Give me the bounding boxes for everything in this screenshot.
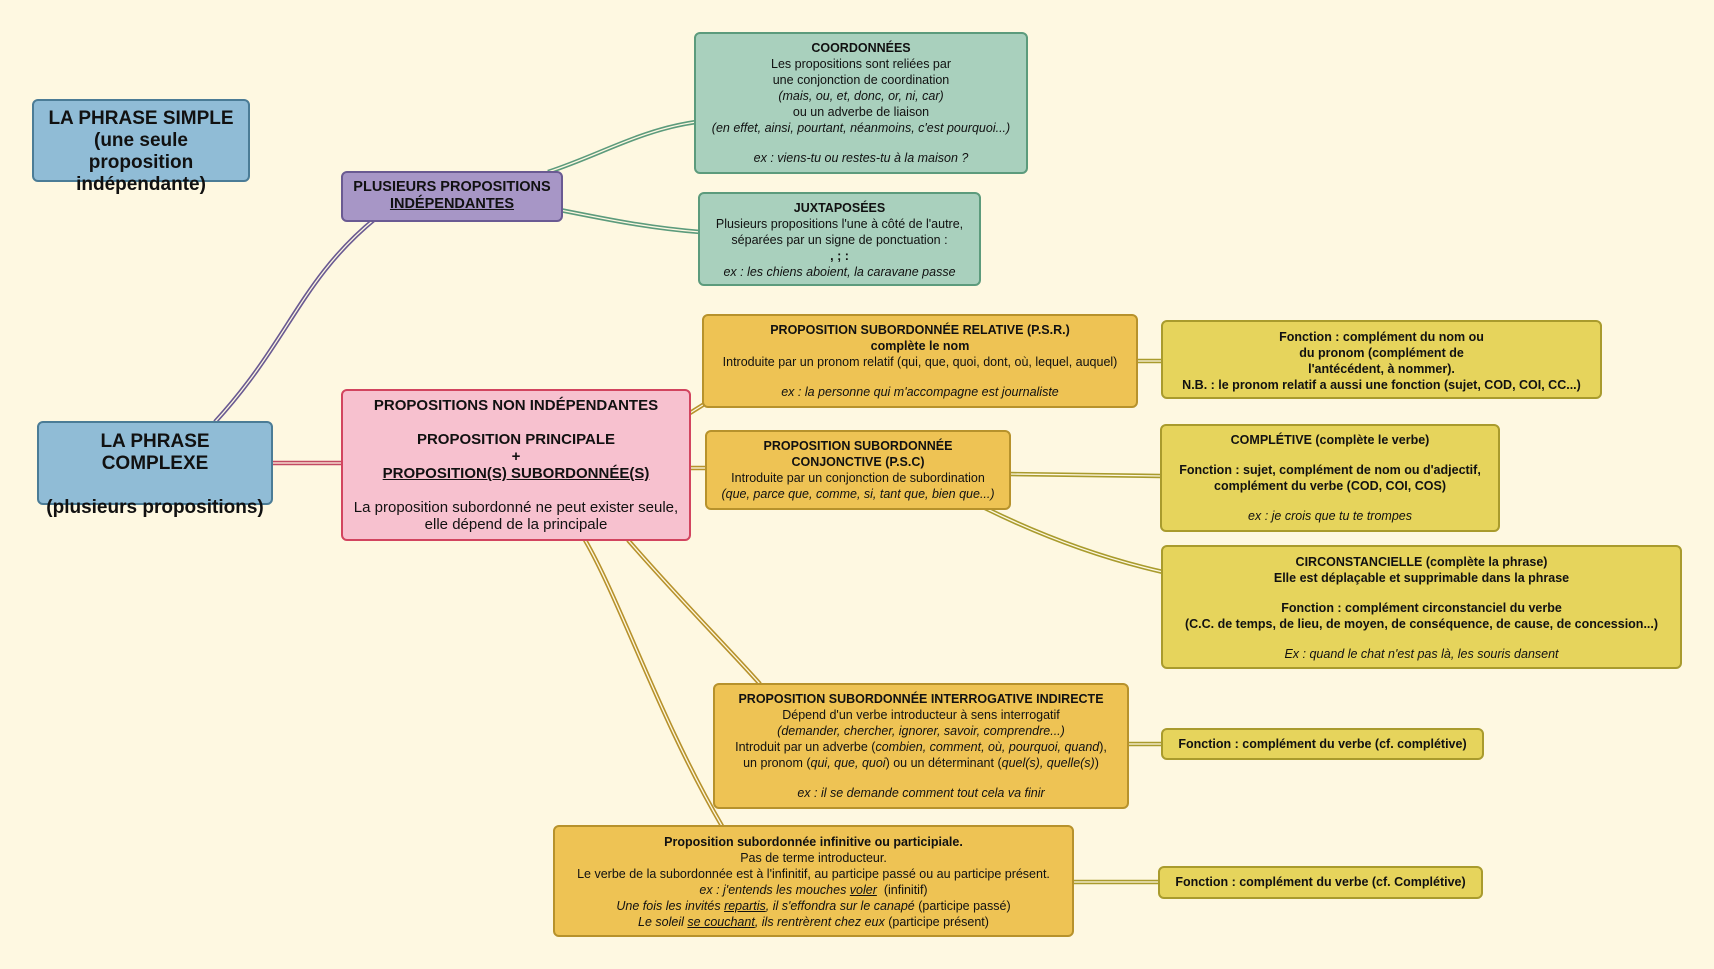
interrogative-example: ex : il se demande comment tout cela va … bbox=[797, 786, 1045, 800]
juxtaposees-example: ex : les chiens aboient, la caravane pas… bbox=[723, 265, 956, 279]
phrase-simple-line1: LA PHRASE SIMPLE bbox=[48, 108, 234, 129]
completive-line2: Fonction : sujet, complément de nom ou d… bbox=[1179, 463, 1481, 477]
completive-line3: complément du verbe (COD, COI, COS) bbox=[1214, 479, 1446, 493]
coordonnees-title: COORDONNÉES bbox=[811, 41, 911, 55]
non-independantes-line1: PROPOSITIONS NON INDÉPENDANTES bbox=[373, 397, 659, 414]
juxtaposees-line3: , ; : bbox=[830, 249, 849, 263]
node-infinitive-participiale: Proposition subordonnée infinitive ou pa… bbox=[553, 825, 1074, 937]
coordonnees-line2: une conjonction de coordination bbox=[772, 73, 950, 87]
circonstancielle-example: Ex : quand le chat n'est pas là, les sou… bbox=[1284, 647, 1559, 661]
fonction-interrogative-line1: Fonction : complément du verbe (cf. comp… bbox=[1178, 737, 1467, 751]
relative-line2: complète le nom bbox=[870, 339, 970, 353]
non-independantes-line2: PROPOSITION PRINCIPALE bbox=[416, 431, 616, 448]
node-completive: COMPLÉTIVE (complète le verbe) Fonction … bbox=[1160, 424, 1500, 532]
conjonctive-line4: (que, parce que, comme, si, tant que, bi… bbox=[721, 487, 995, 501]
phrase-simple-line3: indépendante) bbox=[76, 174, 206, 195]
non-independantes-line3: + bbox=[511, 448, 521, 465]
node-plusieurs-independantes: PLUSIEURS PROPOSITIONS INDÉPENDANTES bbox=[341, 171, 563, 222]
node-fonction-infinitive: Fonction : complément du verbe (cf. Comp… bbox=[1158, 866, 1483, 899]
node-phrase-complexe: LA PHRASE COMPLEXE (plusieurs propositio… bbox=[37, 421, 273, 518]
independantes-line2: INDÉPENDANTES bbox=[389, 196, 515, 212]
interrogative-line3: (demander, chercher, ignorer, savoir, co… bbox=[777, 724, 1065, 738]
coordonnees-line5: (en effet, ainsi, pourtant, néanmoins, c… bbox=[711, 121, 1011, 135]
node-juxtaposees: JUXTAPOSÉES Plusieurs propositions l'une… bbox=[698, 192, 981, 286]
conjonctive-line1: PROPOSITION SUBORDONNÉE bbox=[763, 439, 953, 453]
interrogative-line4: Introduit par un adverbe (combien, comme… bbox=[735, 740, 1107, 754]
completive-example: ex : je crois que tu te trompes bbox=[1248, 509, 1412, 523]
fonction-infinitive-line1: Fonction : complément du verbe (cf. Comp… bbox=[1175, 875, 1466, 889]
phrase-complexe-line1: LA PHRASE COMPLEXE bbox=[100, 431, 210, 474]
juxtaposees-line1: Plusieurs propositions l'une à côté de l… bbox=[715, 217, 964, 231]
interrogative-line2: Dépend d'un verbe introducteur à sens in… bbox=[782, 708, 1060, 722]
coordonnees-example: ex : viens-tu ou restes-tu à la maison ? bbox=[753, 151, 969, 165]
phrase-complexe-line2: (plusieurs propositions) bbox=[46, 497, 264, 518]
node-circonstancielle: CIRCONSTANCIELLE (complète la phrase) El… bbox=[1161, 545, 1682, 669]
link-non-independantes-infinitive bbox=[583, 538, 724, 828]
node-fonction-relative: Fonction : complément du nom ou du prono… bbox=[1161, 320, 1602, 399]
non-independantes-line4: PROPOSITION(S) SUBORDONNÉE(S) bbox=[382, 465, 650, 482]
circonstancielle-line4: (C.C. de temps, de lieu, de moyen, de co… bbox=[1184, 617, 1659, 631]
infinitive-example1: ex : j'entends les mouches voler (infini… bbox=[699, 883, 928, 897]
coordonnees-line1: Les propositions sont reliées par bbox=[771, 57, 951, 71]
node-fonction-interrogative: Fonction : complément du verbe (cf. comp… bbox=[1161, 728, 1484, 760]
circonstancielle-line1: CIRCONSTANCIELLE (complète la phrase) bbox=[1295, 555, 1548, 569]
relative-example: ex : la personne qui m'accompagne est jo… bbox=[781, 385, 1059, 399]
node-phrase-simple: LA PHRASE SIMPLE (une seule proposition … bbox=[32, 99, 250, 195]
interrogative-line1: PROPOSITION SUBORDONNÉE INTERROGATIVE IN… bbox=[738, 692, 1104, 706]
relative-line1: PROPOSITION SUBORDONNÉE RELATIVE (P.S.R.… bbox=[770, 323, 1070, 337]
infinitive-example3: Le soleil se couchant, ils rentrèrent ch… bbox=[638, 915, 989, 929]
fonction-relative-line4: N.B. : le pronom relatif a aussi une fon… bbox=[1182, 378, 1581, 392]
node-non-independantes: PROPOSITIONS NON INDÉPENDANTES PROPOSITI… bbox=[341, 389, 691, 541]
coordonnees-line3: (mais, ou, et, donc, or, ni, car) bbox=[778, 89, 944, 103]
link-conjonctive-circonstancielle bbox=[984, 505, 1164, 575]
fonction-relative-line2: du pronom (complément de bbox=[1299, 346, 1464, 360]
juxtaposees-title: JUXTAPOSÉES bbox=[793, 201, 886, 215]
phrase-simple-line2: (une seule proposition bbox=[88, 130, 194, 173]
completive-line1: COMPLÉTIVE (complète le verbe) bbox=[1230, 433, 1430, 447]
non-independantes-line6: elle dépend de la principale bbox=[424, 516, 608, 533]
infinitive-line1: Proposition subordonnée infinitive ou pa… bbox=[664, 835, 963, 849]
circonstancielle-line2: Elle est déplaçable et supprimable dans … bbox=[1273, 571, 1570, 585]
fonction-relative-line1: Fonction : complément du nom ou bbox=[1279, 330, 1484, 344]
infinitive-line3: Le verbe de la subordonnée est à l'infin… bbox=[577, 867, 1050, 881]
node-coordonnees: COORDONNÉES Les propositions sont reliée… bbox=[694, 32, 1028, 174]
node-subordonnee-relative: PROPOSITION SUBORDONNÉE RELATIVE (P.S.R.… bbox=[702, 314, 1138, 408]
infinitive-line2: Pas de terme introducteur. bbox=[740, 851, 887, 865]
node-interrogative-indirecte: PROPOSITION SUBORDONNÉE INTERROGATIVE IN… bbox=[713, 683, 1129, 809]
circonstancielle-line3: Fonction : complément circonstanciel du … bbox=[1281, 601, 1562, 615]
conjonctive-line3: Introduite par un conjonction de subordi… bbox=[731, 471, 985, 485]
infinitive-example2: Une fois les invités repartis, il s'effo… bbox=[616, 899, 1011, 913]
interrogative-line5: un pronom (qui, que, quoi) ou un détermi… bbox=[743, 756, 1099, 770]
link-independantes-juxtaposees bbox=[559, 207, 701, 235]
independantes-line1: PLUSIEURS PROPOSITIONS bbox=[353, 179, 551, 195]
relative-line3: Introduite par un pronom relatif (qui, q… bbox=[722, 355, 1118, 369]
non-independantes-line5: La proposition subordonné ne peut existe… bbox=[353, 499, 679, 516]
fonction-relative-line3: l'antécédent, à nommer). bbox=[1308, 362, 1455, 376]
coordonnees-line4: ou un adverbe de liaison bbox=[792, 105, 930, 119]
node-subordonnee-conjonctive: PROPOSITION SUBORDONNÉE CONJONCTIVE (P.S… bbox=[705, 430, 1011, 510]
conjonctive-line2: CONJONCTIVE (P.S.C) bbox=[791, 455, 925, 469]
juxtaposees-line2: séparées par un signe de ponctuation : bbox=[731, 233, 948, 247]
